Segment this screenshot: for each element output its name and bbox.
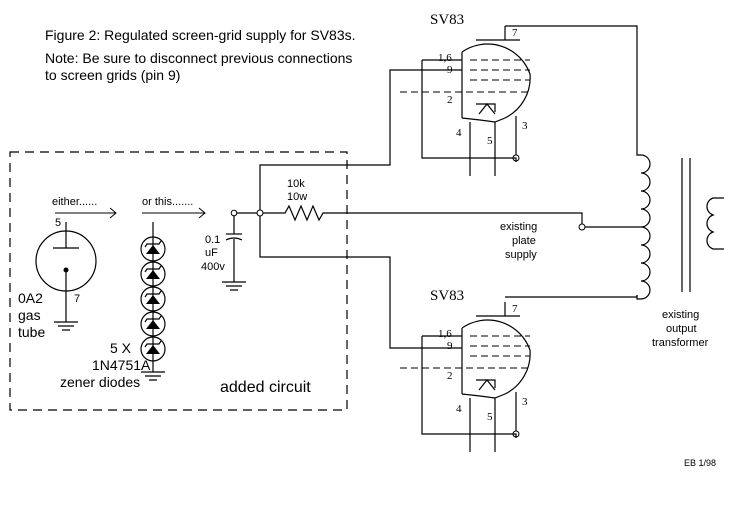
capacitor-label-3: 400v xyxy=(201,261,225,273)
tube-envelope xyxy=(461,319,531,399)
zener-label-2: 1N4751A xyxy=(92,357,151,373)
tube-pin-heater-b: 5 xyxy=(487,411,493,423)
tube-pin-heater-c: 3 xyxy=(522,396,528,408)
capacitor xyxy=(222,209,246,291)
tube-pin-heater-b: 5 xyxy=(487,135,493,147)
tube-pin-screen: 1,6 xyxy=(438,328,452,340)
capacitor-label-1: 0.1 xyxy=(205,234,220,246)
zener-diode xyxy=(140,236,166,262)
gas-tube-pin-bottom: 7 xyxy=(74,293,80,305)
plate-supply-label-1: existing xyxy=(500,221,537,233)
tube-pin-plate: 7 xyxy=(512,27,518,39)
output-transformer xyxy=(505,25,724,300)
note-line-1: Note: Be sure to disconnect previous con… xyxy=(45,50,352,66)
zener-diode xyxy=(140,311,166,337)
resistor xyxy=(263,204,583,224)
plate-supply-label-2: plate xyxy=(512,235,536,247)
zener-diode xyxy=(140,336,166,362)
zener-diode xyxy=(140,286,166,312)
note-line-2: to screen grids (pin 9) xyxy=(45,67,180,83)
credit: EB 1/98 xyxy=(684,458,716,468)
tube-pin-9: 9 xyxy=(447,64,453,76)
zener-diode xyxy=(140,261,166,287)
transformer-label-2: output xyxy=(666,323,697,335)
zener-label-3: zener diodes xyxy=(60,374,140,390)
tube-pin-screen: 1,6 xyxy=(438,52,452,64)
gas-tube-label-1: 0A2 xyxy=(18,290,43,306)
tube-pin-heater-a: 4 xyxy=(456,403,462,415)
zener-label-1: 5 X xyxy=(110,340,132,356)
gas-tube-0a2: 5 7 0A2 gas tube xyxy=(18,217,97,340)
transformer-label-3: transformer xyxy=(652,337,709,349)
tube-pin-9: 9 xyxy=(447,340,453,352)
tube-top-name: SV83 xyxy=(430,12,464,28)
added-circuit-box xyxy=(9,151,348,411)
tube-top: 7 1,69 2 4 5 3 xyxy=(400,26,531,176)
tube-envelope xyxy=(461,43,531,123)
resistor-label-1: 10k xyxy=(287,178,305,190)
tube-pin-cathode: 2 xyxy=(447,370,453,382)
plate-supply-label-3: supply xyxy=(505,249,537,261)
gas-tube-label-3: tube xyxy=(18,324,45,340)
zener-stack xyxy=(140,222,166,381)
tube-bottom-name: SV83 xyxy=(430,288,464,304)
plate-supply-node xyxy=(578,223,586,231)
tube-pin-cathode: 2 xyxy=(447,94,453,106)
wire-to-top-tube xyxy=(259,69,462,210)
or-this-arrow xyxy=(142,207,206,219)
or-this-label: or this....... xyxy=(142,196,193,208)
transformer-label-1: existing xyxy=(662,309,699,321)
junction-node xyxy=(256,209,264,217)
gas-tube-label-2: gas xyxy=(18,307,41,323)
added-circuit-label: added circuit xyxy=(220,379,311,396)
gas-tube-pin-top: 5 xyxy=(55,217,61,229)
tube-pin-plate: 7 xyxy=(512,303,518,315)
resistor-label-2: 10w xyxy=(287,191,307,203)
tube-bottom: 7 1,69 2 4 5 3 xyxy=(400,302,531,452)
figure-title: Figure 2: Regulated screen-grid supply f… xyxy=(45,27,356,43)
tube-pin-heater-c: 3 xyxy=(522,120,528,132)
wire-to-bottom-tube xyxy=(259,216,462,349)
capacitor-label-2: uF xyxy=(205,247,218,259)
either-label: either...... xyxy=(52,196,97,208)
tube-pin-heater-a: 4 xyxy=(456,127,462,139)
either-arrow xyxy=(55,207,117,219)
